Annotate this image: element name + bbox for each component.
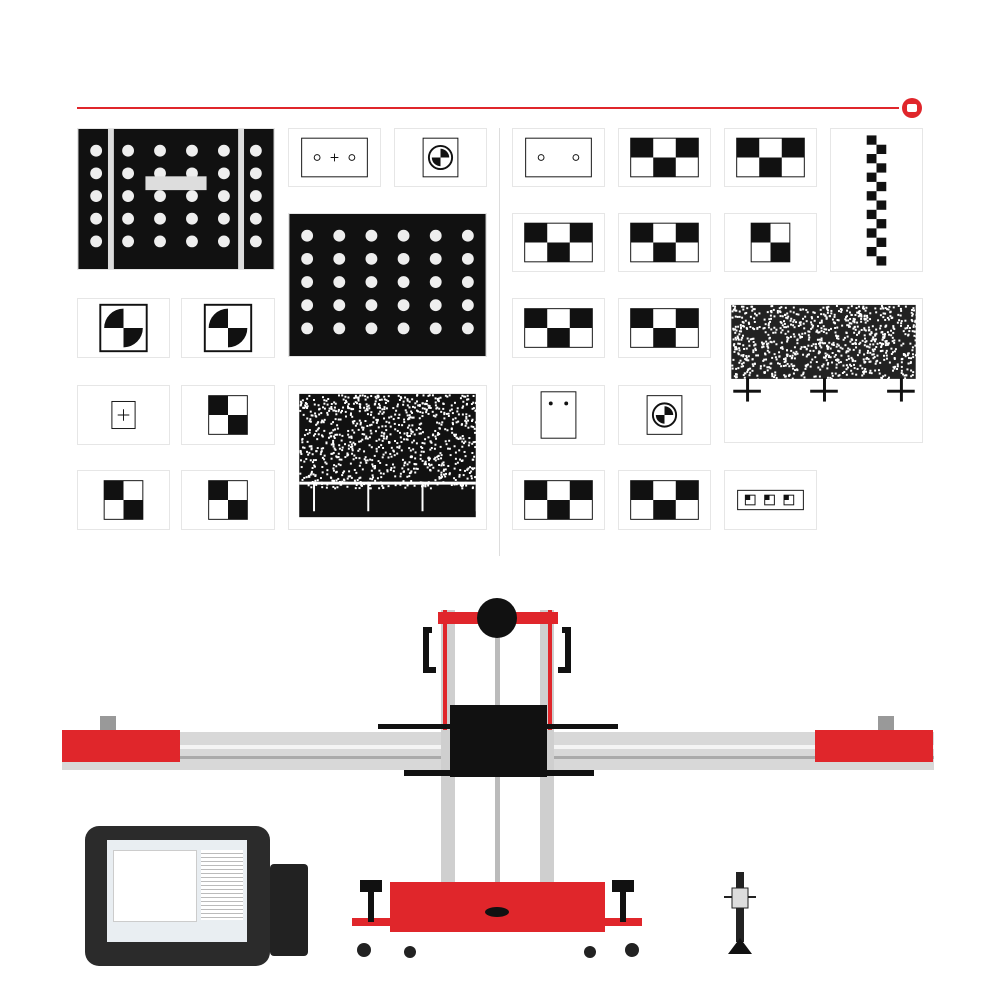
target-board-checker-2x2 [724, 213, 817, 272]
target-board-checker-2x2 [181, 470, 275, 530]
vci-module [270, 864, 308, 956]
checker-2x2-pattern [182, 471, 274, 529]
target-board-checker-2x3 [512, 470, 605, 530]
checker-2x3-pattern [619, 214, 710, 271]
target-board-dot-board-large [77, 128, 275, 270]
checker-2x3-pattern [619, 299, 710, 357]
circle-target-pattern [619, 386, 710, 444]
quarter-checker-pattern [78, 299, 169, 357]
checker-2x2-pattern [182, 386, 274, 444]
portrait-dots-pattern [513, 386, 604, 444]
target-board-portrait-dots [512, 385, 605, 445]
car-badge-icon [902, 98, 922, 118]
header-line [77, 107, 899, 109]
target-board-checker-2x3 [512, 213, 605, 272]
target-board-dot-board [288, 213, 487, 357]
target-board-noise-board [288, 385, 487, 530]
target-board-checker-2x3 [512, 298, 605, 358]
target-board-circle-target [618, 385, 711, 445]
checker-2x3-pattern [513, 299, 604, 357]
target-board-three-squares [724, 470, 817, 530]
target-board-checker-strip [830, 128, 923, 272]
tablet-screen [107, 840, 247, 942]
target-board-checker-2x2 [77, 470, 170, 530]
dots-rect-pattern [513, 129, 604, 186]
checker-2x2-pattern [78, 471, 169, 529]
checker-2x3-pattern [725, 129, 816, 186]
checker-2x3-pattern [619, 129, 710, 186]
three-squares-pattern [725, 471, 816, 529]
target-board-dots-cross [288, 128, 381, 187]
slider-box [450, 705, 547, 777]
target-board-checker-2x3 [724, 128, 817, 187]
target-board-crosshair [77, 385, 170, 445]
target-board-quarter-checker [181, 298, 275, 358]
target-board-checker-2x3 [618, 298, 711, 358]
noise-board-pattern [289, 386, 486, 529]
divider [499, 128, 500, 556]
checker-2x2-pattern [725, 214, 816, 271]
crossbar-end-left [62, 730, 180, 762]
target-board-checker-2x3 [618, 128, 711, 187]
laser-stand [720, 868, 760, 958]
quarter-checker-pattern [182, 299, 274, 357]
checker-2x3-pattern [513, 214, 604, 271]
target-board-checker-2x3 [618, 470, 711, 530]
target-board-dots-rect [512, 128, 605, 187]
noise-board-crosses-pattern [725, 299, 922, 442]
diagnostic-tablet [85, 826, 270, 966]
target-board-quarter-checker [77, 298, 170, 358]
target-board-circle-target [394, 128, 487, 187]
target-board-checker-2x3 [618, 213, 711, 272]
top-mount [477, 598, 517, 638]
dot-board-pattern [289, 214, 486, 356]
dots-cross-pattern [289, 129, 380, 186]
crosshair-pattern [78, 386, 169, 444]
dot-board-large-pattern [78, 129, 274, 269]
checker-2x3-pattern [619, 471, 710, 529]
target-board-checker-2x2 [181, 385, 275, 445]
checker-2x3-pattern [513, 471, 604, 529]
target-board-noise-board-crosses [724, 298, 923, 443]
checker-strip-pattern [831, 129, 922, 271]
crossbar-end-right [815, 730, 933, 762]
circle-target-pattern [395, 129, 486, 186]
